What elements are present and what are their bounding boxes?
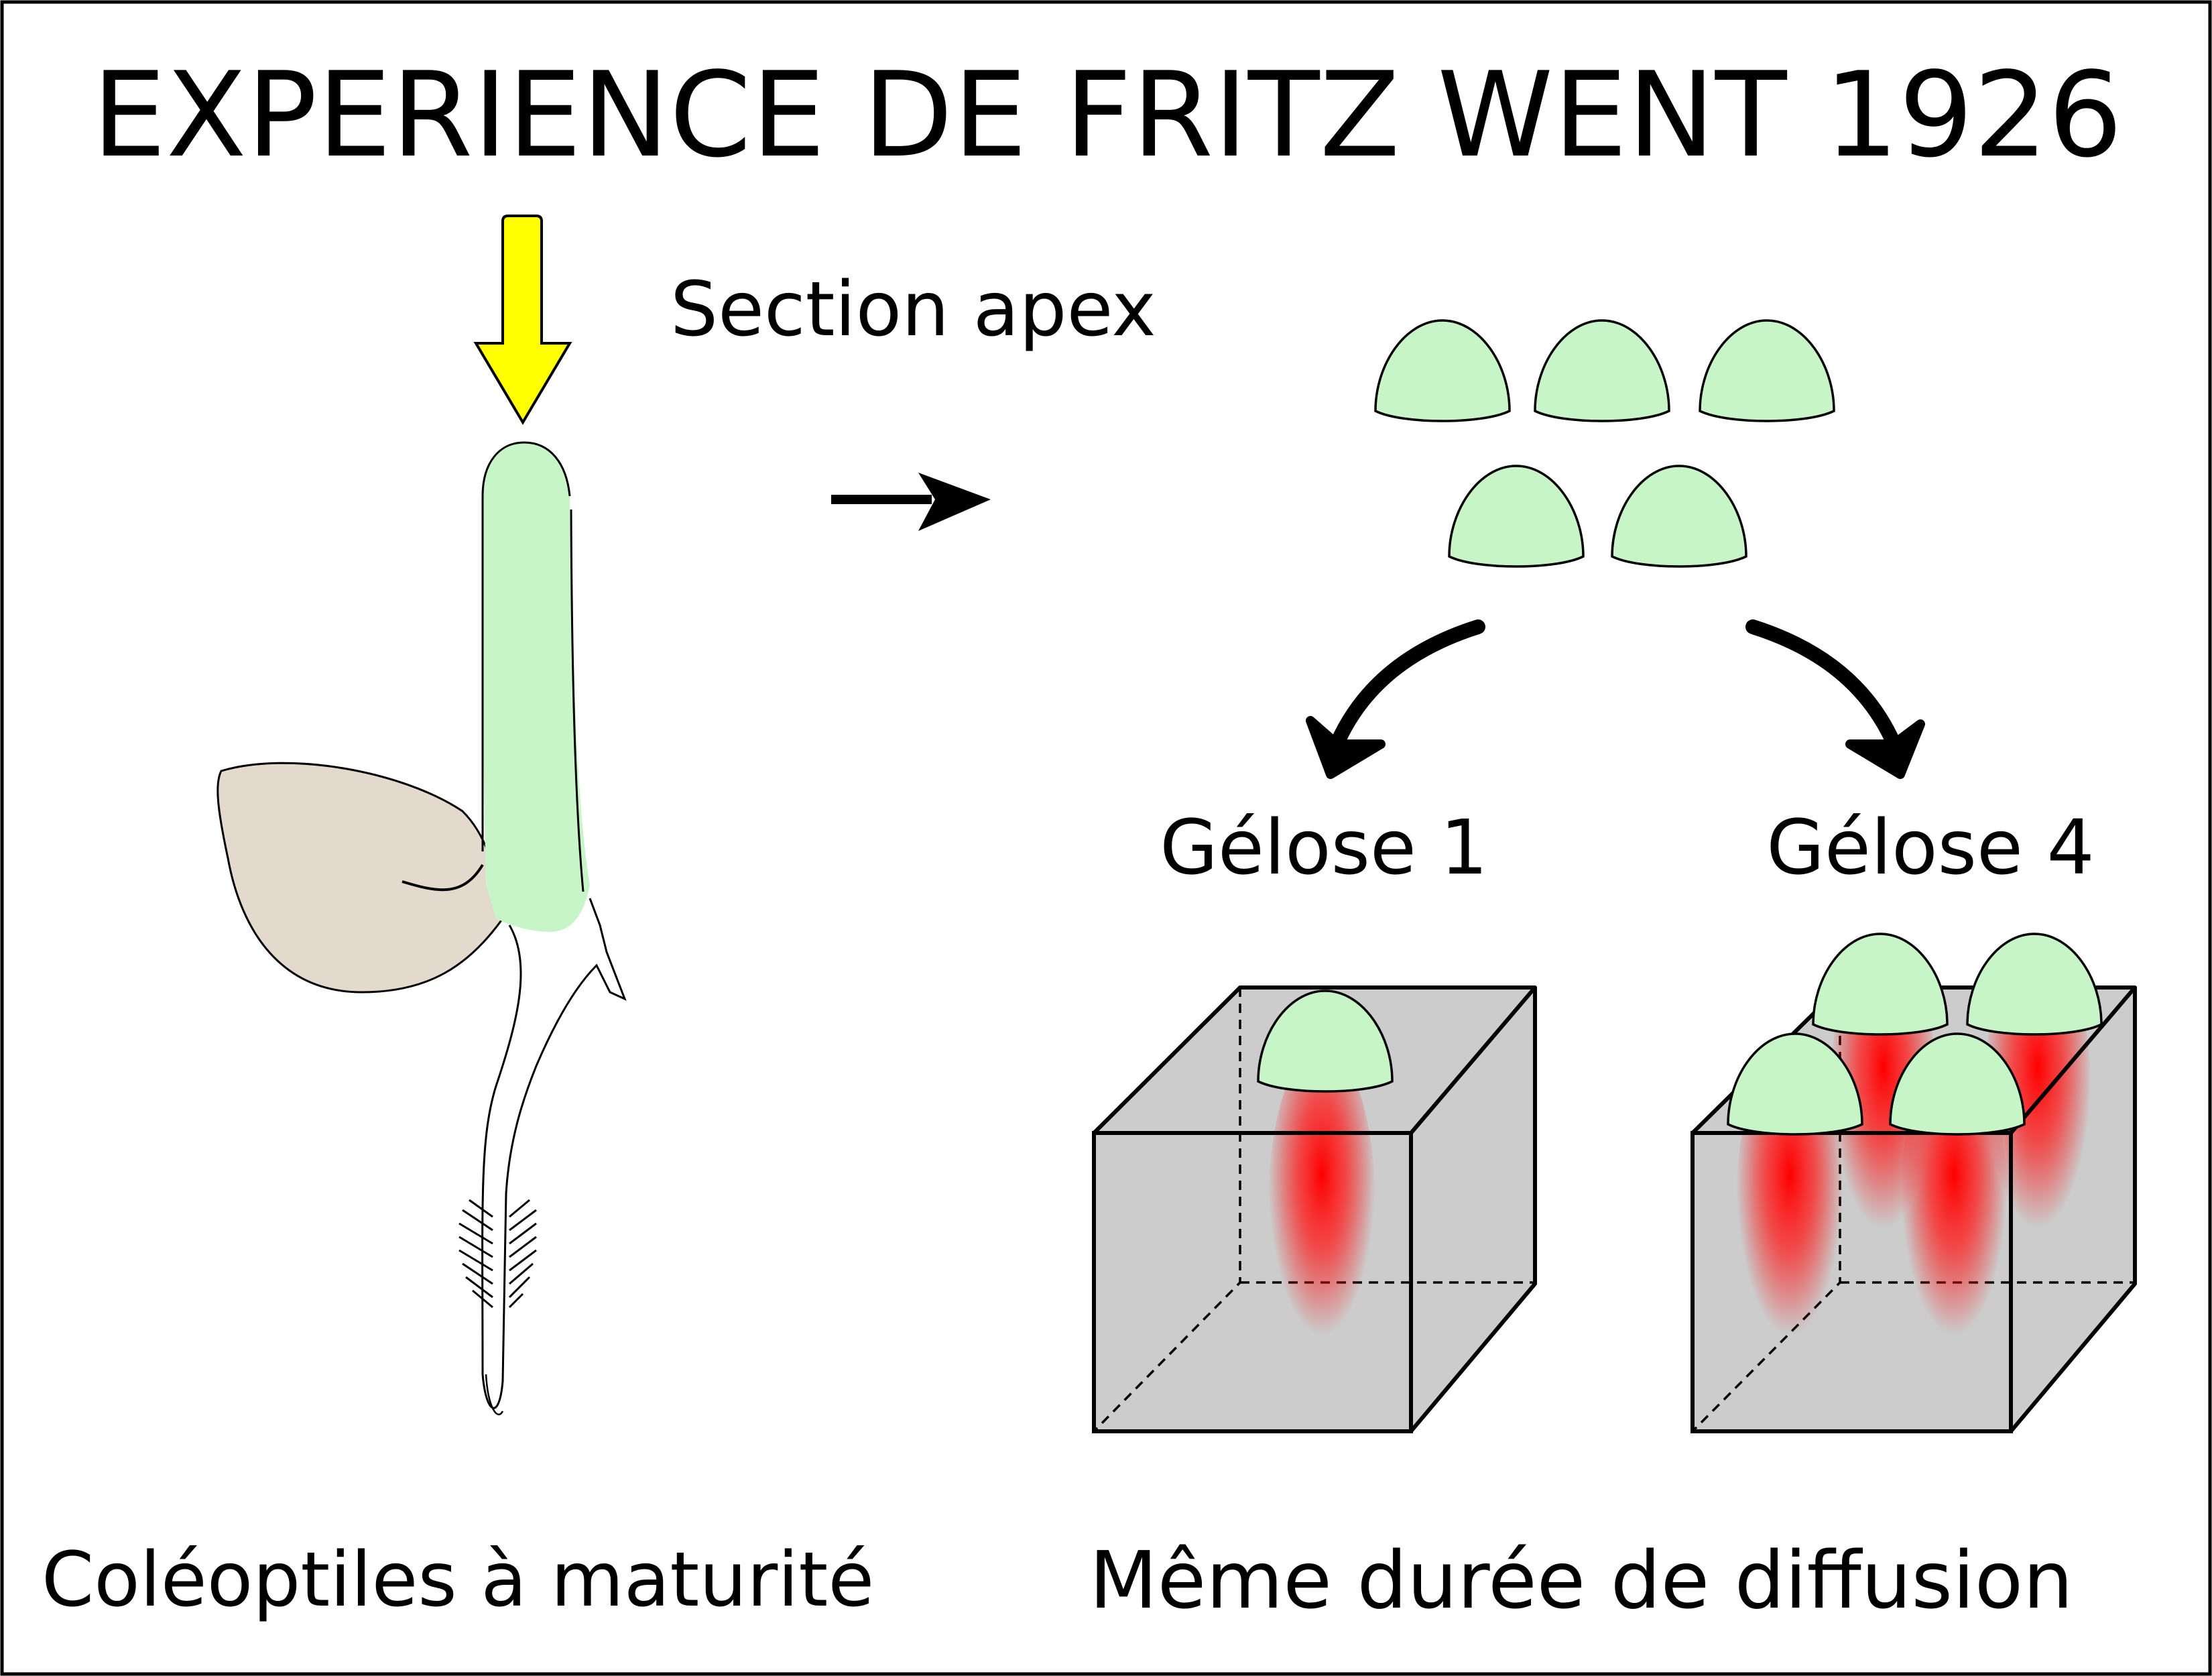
section-arrow-icon bbox=[473, 215, 572, 425]
root-tip bbox=[485, 1374, 504, 1416]
right-arrow-icon bbox=[831, 473, 991, 531]
curved-arrow-left-icon bbox=[1306, 619, 1485, 779]
root-hairs bbox=[458, 1199, 537, 1309]
coleoptile-seedling bbox=[217, 441, 627, 1416]
coleoptile-outline-left bbox=[481, 441, 571, 851]
coleoptile bbox=[482, 442, 590, 932]
auxin-diffusion bbox=[1268, 1046, 1375, 1368]
gelose-1-label: Gélose 1 bbox=[1160, 804, 1487, 892]
title: EXPERIENCE DE FRITZ WENT 1926 bbox=[92, 48, 2122, 184]
root bbox=[481, 898, 627, 1409]
diffusion-caption: Même durée de diffusion bbox=[1089, 1534, 2073, 1626]
seed bbox=[217, 762, 504, 994]
agar-block-4 bbox=[1691, 933, 2137, 1433]
curved-arrow-right-icon bbox=[1745, 619, 1925, 779]
section-apex-label: Section apex bbox=[670, 266, 1156, 353]
agar-block-1 bbox=[1092, 985, 1537, 1433]
seed-embryo-line bbox=[402, 863, 484, 892]
coleoptile-outline-right bbox=[570, 509, 585, 892]
gelose-4-label: Gélose 4 bbox=[1766, 804, 2094, 892]
coleoptiles-caption: Coléoptiles à maturité bbox=[42, 1537, 874, 1624]
